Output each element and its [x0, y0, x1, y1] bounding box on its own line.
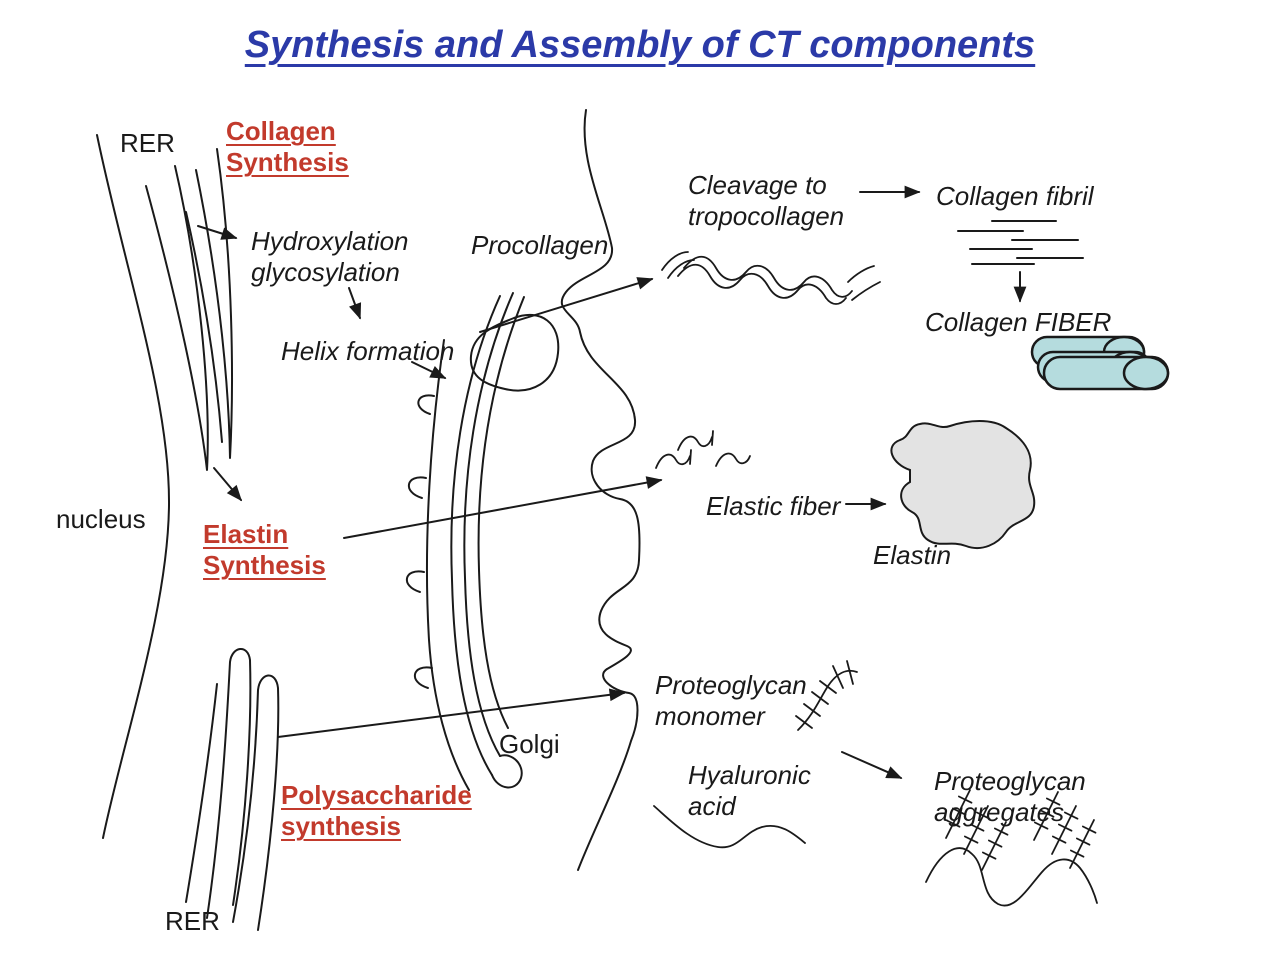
heading-collagen-synthesis: Collagen Synthesis	[226, 116, 349, 178]
label-proteoglycan-monomer: Proteoglycan monomer	[655, 670, 807, 732]
hyaluronic-acid-strand	[653, 805, 806, 849]
tropocollagen-helix-drawing	[661, 251, 881, 305]
rer-bottom-membranes	[185, 648, 280, 931]
heading-elastin-synthesis: Elastin Synthesis	[203, 519, 326, 581]
collagen-fibril-lines	[957, 220, 1084, 265]
label-helix-formation: Helix formation	[281, 336, 455, 366]
label-procollagen: Procollagen	[471, 230, 609, 260]
nucleus-membrane-drawing	[96, 134, 171, 839]
golgi-apparatus-drawing	[406, 292, 560, 791]
label-elastic-fiber: Elastic fiber	[706, 491, 841, 521]
elastin-blob	[890, 420, 1036, 550]
label-elastin: Elastin	[873, 540, 952, 570]
process-arrows	[197, 185, 1027, 779]
cell-membrane-drawing	[560, 109, 641, 871]
rer-top-membranes	[145, 148, 233, 471]
proteoglycan-monomer-drawing	[795, 660, 858, 731]
label-collagen-fiber: Collagen FIBER	[925, 307, 1112, 337]
label-rer-top: RER	[120, 128, 175, 158]
label-hyaluronic-acid: Hyaluronic acid	[688, 760, 811, 822]
page-title: Synthesis and Assembly of CT components	[244, 24, 1036, 66]
collagen-fiber-bundles	[1030, 335, 1170, 391]
label-golgi: Golgi	[499, 729, 560, 759]
label-hydroxylation-glycosylation: Hydroxylation glycosylation	[251, 226, 409, 288]
label-cleavage-to-tropocollagen: Cleavage to tropocollagen	[688, 170, 845, 232]
elastic-fiber-squiggles	[655, 430, 751, 469]
label-proteoglycan-aggregates: Proteoglycan aggregates	[934, 766, 1086, 828]
proteoglycan-aggregates-drawing	[925, 789, 1098, 907]
label-collagen-fibril: Collagen fibril	[936, 181, 1094, 211]
heading-polysaccharide-synthesis: Polysaccharide synthesis	[281, 780, 472, 842]
label-rer-bottom: RER	[165, 906, 220, 936]
label-nucleus: nucleus	[56, 504, 146, 534]
